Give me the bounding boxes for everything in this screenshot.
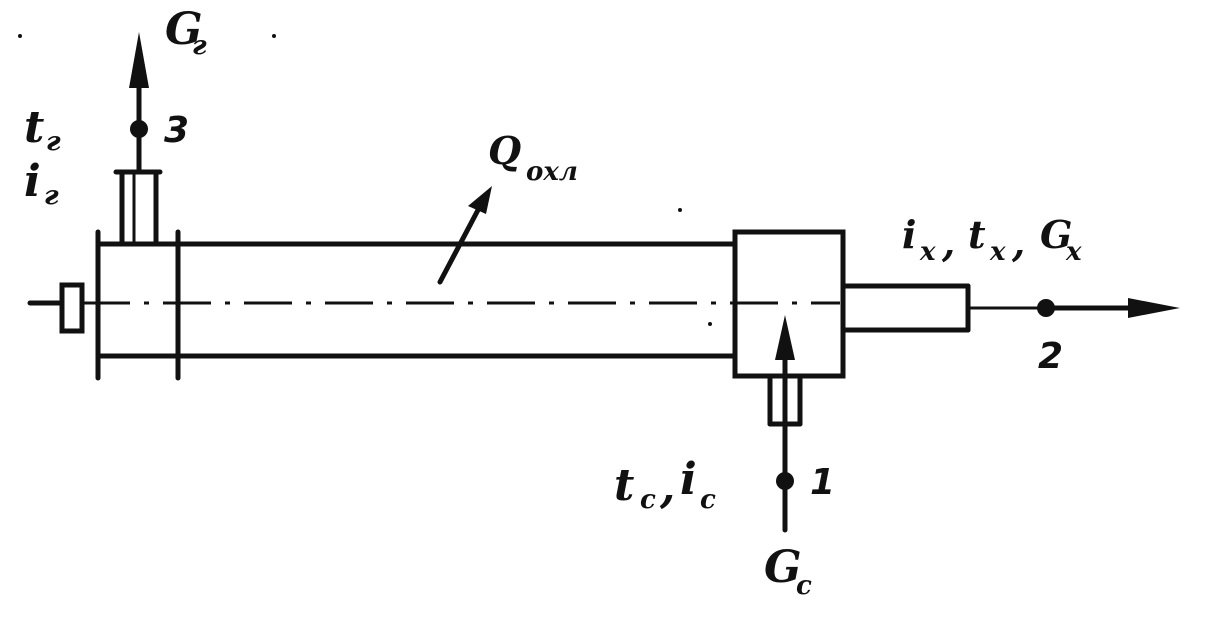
scan-specks [18,34,712,326]
t-top-label: t [24,102,44,153]
point-1-node [776,472,794,490]
i-top-label: i [24,156,41,207]
top-outlet-pipe [113,169,163,247]
left-end-plug [27,282,85,334]
comma-3: , [659,462,675,513]
q-subscript: охл [526,157,578,187]
outlet-flow-arrow [1037,298,1180,318]
point-3-label: 3 [164,110,189,151]
point-2-node [1037,299,1055,317]
tc-subscript: c [640,485,656,515]
g-bottom-label: G [764,542,802,593]
left-header-block [95,229,181,381]
ix-subscript: x [919,237,936,267]
g-bottom-subscript: c [796,571,812,601]
q-label: Q [488,128,521,173]
i-top-subscript: г [44,181,59,211]
g-top-label: G [165,4,203,55]
point-3-node [130,120,148,138]
tc-label: t [614,460,634,511]
tx-label: t [968,212,986,257]
point-1-label: 1 [810,462,835,503]
gx-subscript: x [1065,237,1082,267]
ic-subscript: c [700,485,716,515]
point-2-label: 2 [1038,336,1063,377]
g-top-subscript: г [192,31,207,61]
main-tube [175,241,738,359]
right-outlet-pipe [840,283,971,333]
comma-1: , [941,220,955,265]
ic-label: i [680,454,697,505]
tx-subscript: x [989,237,1006,267]
heat-flow-arrow [437,186,492,285]
gx-label: G [1040,212,1072,257]
top-flow-arrow [129,32,149,175]
t-top-subscript: г [46,127,61,157]
comma-2: , [1011,220,1025,265]
ix-label: i [902,212,916,257]
bottom-flow-arrow [775,315,795,533]
